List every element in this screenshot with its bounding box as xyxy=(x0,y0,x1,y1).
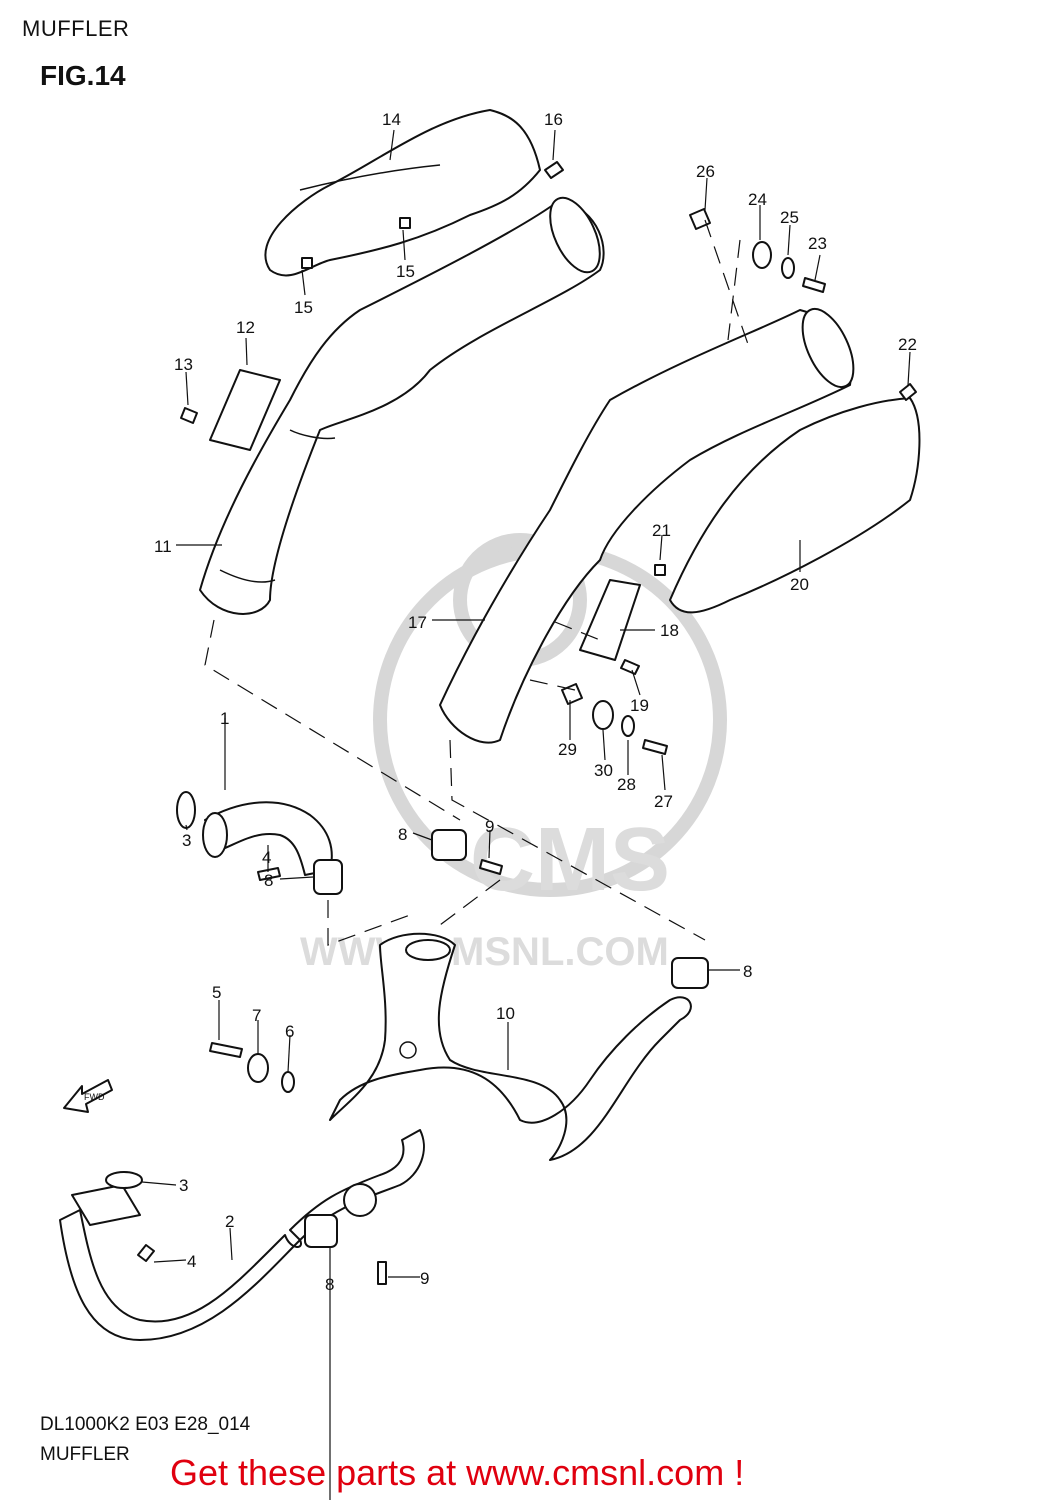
callout-23: 23 xyxy=(808,234,827,253)
callout-13: 13 xyxy=(174,355,193,374)
callout-1: 1 xyxy=(220,709,229,728)
clamp-9b[interactable] xyxy=(343,1183,377,1217)
bracket-18[interactable] xyxy=(579,579,641,661)
callout-8a: 8 xyxy=(264,871,273,890)
bolt-23[interactable] xyxy=(802,277,826,293)
exhaust-pipe-2[interactable] xyxy=(59,1129,425,1341)
callout-5: 5 xyxy=(212,983,221,1002)
callout-9b: 9 xyxy=(420,1269,429,1288)
callout-10: 10 xyxy=(496,1004,515,1023)
gasket-3a[interactable] xyxy=(176,791,196,829)
cushion-7[interactable] xyxy=(247,1053,269,1083)
fwd-arrow-icon: FWD xyxy=(63,1079,113,1113)
sleeve-8d[interactable] xyxy=(304,1214,338,1248)
sleeve-8c[interactable] xyxy=(671,957,709,989)
washer-25[interactable] xyxy=(781,257,795,279)
callout-28: 28 xyxy=(617,775,636,794)
bolt-22[interactable] xyxy=(899,383,917,401)
callout-3b: 3 xyxy=(179,1176,188,1195)
bolt-13[interactable] xyxy=(180,407,198,424)
callout-3a: 3 xyxy=(182,831,191,850)
callout-11: 11 xyxy=(154,537,172,556)
washer-6[interactable] xyxy=(281,1071,295,1093)
heat-shield-14[interactable] xyxy=(264,109,541,277)
heat-shield-20[interactable] xyxy=(669,397,921,614)
callout-18: 18 xyxy=(660,621,679,640)
bolt-9a[interactable] xyxy=(479,859,503,875)
sleeve-8b[interactable] xyxy=(431,829,467,861)
diagram-code: DL1000K2 E03 E28_014 xyxy=(40,1414,251,1435)
callout-8b: 8 xyxy=(398,825,407,844)
collar-29[interactable] xyxy=(561,683,583,705)
fwd-label: FWD xyxy=(84,1092,105,1102)
callout-25: 25 xyxy=(780,208,799,227)
callout-17: 17 xyxy=(408,613,427,632)
callout-22: 22 xyxy=(898,335,917,354)
cushion-30[interactable] xyxy=(592,700,614,730)
collar-26[interactable] xyxy=(689,208,711,230)
watermark-brand: CMS xyxy=(470,810,670,910)
washer-28[interactable] xyxy=(621,715,635,737)
callout-19: 19 xyxy=(630,696,649,715)
callout-numbers: 14 16 15 15 12 13 11 26 24 25 23 22 21 2… xyxy=(154,110,917,1294)
callout-16: 16 xyxy=(544,110,563,129)
callout-24: 24 xyxy=(748,190,767,209)
bolt-5[interactable] xyxy=(209,1042,243,1058)
bolt-19[interactable] xyxy=(620,659,640,675)
diagram-title: MUFFLER xyxy=(22,16,130,41)
bolt-4b[interactable] xyxy=(137,1244,155,1262)
callout-9a: 9 xyxy=(485,817,494,836)
bolt-4a[interactable] xyxy=(257,867,281,881)
callout-20: 20 xyxy=(790,575,809,594)
cushion-24[interactable] xyxy=(752,241,772,269)
callout-21: 21 xyxy=(652,521,671,540)
footer-title: MUFFLER xyxy=(40,1444,130,1465)
callout-26: 26 xyxy=(696,162,715,181)
bolt-9b[interactable] xyxy=(377,1261,387,1285)
callout-27: 27 xyxy=(654,792,673,811)
callout-2: 2 xyxy=(225,1212,234,1231)
muffler-11[interactable] xyxy=(199,190,610,615)
callout-29: 29 xyxy=(558,740,577,759)
cms-watermark: CMS WWW.CMSNL.COM xyxy=(300,533,727,974)
bracket-12[interactable] xyxy=(209,369,281,451)
gasket-3b[interactable] xyxy=(105,1171,143,1189)
callout-12: 12 xyxy=(236,318,255,337)
clip-15a[interactable] xyxy=(399,217,411,229)
callout-8c: 8 xyxy=(743,962,752,981)
callout-8d: 8 xyxy=(325,1275,334,1294)
callout-7: 7 xyxy=(252,1006,261,1025)
sleeve-8a[interactable] xyxy=(313,859,343,895)
callout-30: 30 xyxy=(594,761,613,780)
callout-15b: 15 xyxy=(294,298,313,317)
callout-4b: 4 xyxy=(187,1252,196,1271)
callout-14: 14 xyxy=(382,110,401,129)
bolt-16[interactable] xyxy=(544,161,564,179)
promo-link[interactable]: Get these parts at www.cmsnl.com ! xyxy=(170,1452,745,1493)
leader-lines xyxy=(141,129,911,1500)
muffler-17[interactable] xyxy=(439,301,864,744)
clip-21[interactable] xyxy=(654,564,666,576)
connector-pipe-1[interactable] xyxy=(202,801,333,876)
callout-4a: 4 xyxy=(262,848,271,867)
figure-number: FIG.14 xyxy=(40,60,126,91)
bolt-27[interactable] xyxy=(642,739,668,755)
exhaust-pipe-10[interactable] xyxy=(329,932,692,1161)
callout-15a: 15 xyxy=(396,262,415,281)
watermark-site: WWW.CMSNL.COM xyxy=(300,930,669,974)
callout-6: 6 xyxy=(285,1022,294,1041)
clip-15b[interactable] xyxy=(301,257,313,269)
